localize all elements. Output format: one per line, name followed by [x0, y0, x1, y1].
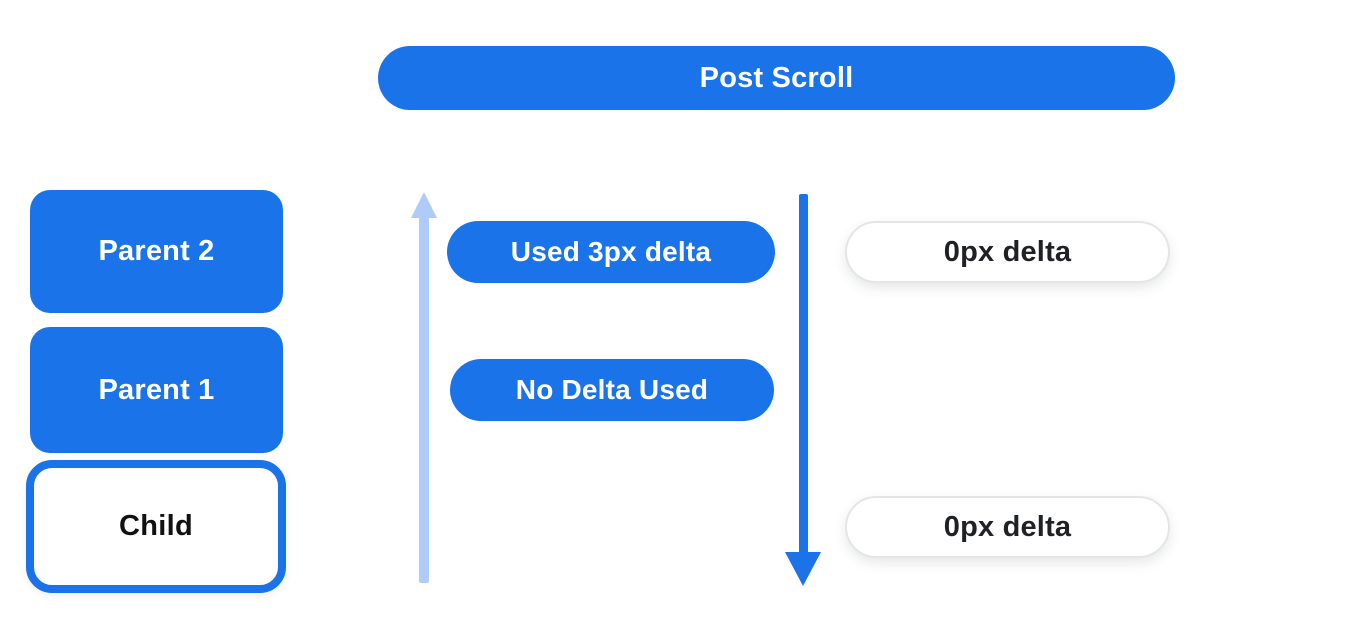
down-arrow-head [785, 552, 821, 586]
no-delta-used-pill: No Delta Used [450, 359, 774, 421]
up-arrow-shaft [419, 214, 429, 583]
parent-1-box: Parent 1 [30, 327, 283, 453]
child-box: Child [26, 460, 286, 593]
zero-px-delta-pill-top: 0px delta [845, 221, 1170, 283]
zero-px-delta-pill-bottom: 0px delta [845, 496, 1170, 558]
post-scroll-header: Post Scroll [378, 46, 1175, 110]
up-arrow-head [411, 192, 437, 218]
used-3px-delta-pill: Used 3px delta [447, 221, 775, 283]
down-arrow-shaft [799, 194, 808, 554]
parent-2-box: Parent 2 [30, 190, 283, 313]
